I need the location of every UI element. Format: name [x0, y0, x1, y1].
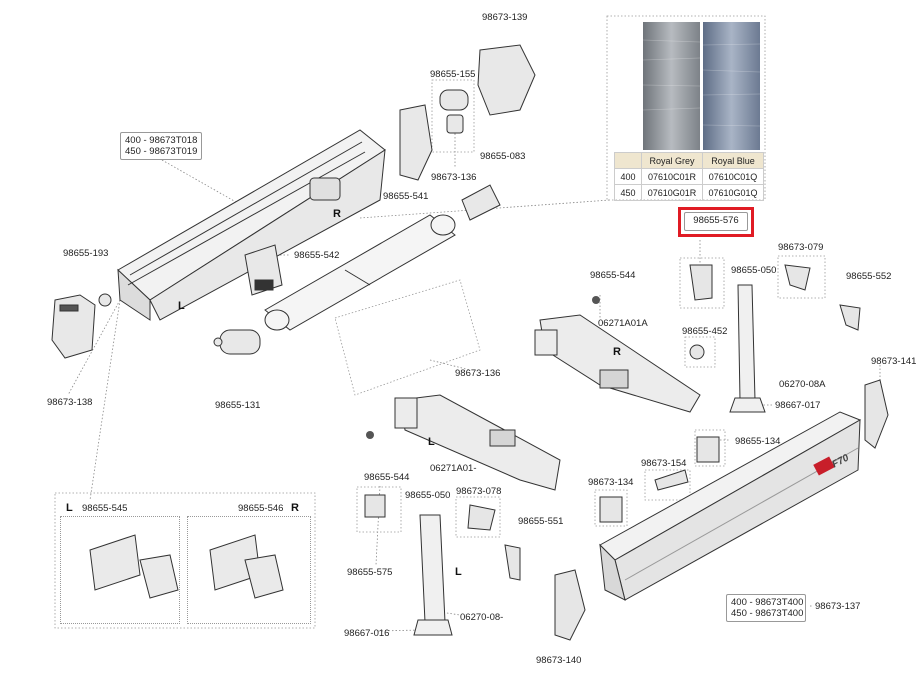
- part-label[interactable]: 98667-016: [344, 628, 390, 639]
- fabric-table-corner: [614, 152, 642, 169]
- leg-right: [737, 284, 756, 401]
- fabric-size: 400: [614, 168, 642, 185]
- sub-box-left: [60, 516, 180, 624]
- part-label[interactable]: 98655-551: [518, 516, 564, 527]
- arm-right: [534, 314, 701, 413]
- bracket-541: [399, 104, 433, 181]
- fabric-code[interactable]: 07610G01Q: [702, 184, 764, 201]
- part-label[interactable]: 98655-452: [682, 326, 728, 337]
- sub-box-right: [187, 516, 311, 624]
- rail-right: [599, 411, 862, 601]
- part-label[interactable]: 98655-552: [846, 271, 892, 282]
- side-marker-left: L: [428, 436, 435, 448]
- fabric-header-royal-blue: Royal Blue: [702, 152, 764, 169]
- part-label[interactable]: 98673-141: [871, 356, 917, 367]
- part-label[interactable]: 98673-079: [778, 242, 824, 253]
- part-label[interactable]: 98673-138: [47, 397, 93, 408]
- brand-logo-icon: [813, 456, 835, 476]
- side-marker-right: R: [613, 346, 621, 358]
- highlight-frame: [678, 207, 754, 237]
- fabric-header-royal-grey: Royal Grey: [641, 152, 703, 169]
- part-label[interactable]: 98655-545: [82, 503, 128, 514]
- fabric-code[interactable]: 07610G01R: [641, 184, 703, 201]
- part-label[interactable]: 06270-08-: [460, 612, 504, 623]
- part-label[interactable]: 98673-134: [588, 477, 634, 488]
- front-profile-450: 450 - 98673T019: [125, 146, 198, 157]
- part-label[interactable]: 98655-544: [590, 270, 636, 281]
- side-marker-left: L: [66, 502, 73, 514]
- part-label[interactable]: 06270-08A: [779, 379, 826, 390]
- part-label[interactable]: 98673-078: [456, 486, 502, 497]
- part-label[interactable]: 98655-050: [405, 490, 451, 501]
- part-label[interactable]: 98673-137: [815, 601, 861, 612]
- part-label[interactable]: 98655-546: [238, 503, 284, 514]
- part-label[interactable]: 98655-544: [364, 472, 410, 483]
- part-label[interactable]: 98655-155: [430, 69, 476, 80]
- part-label[interactable]: 98667-017: [775, 400, 821, 411]
- royal-blue-swatch: [703, 22, 760, 150]
- leg-left: [419, 514, 446, 623]
- part-label[interactable]: 98655-542: [294, 250, 340, 261]
- fabric-table: Royal Grey Royal Blue 400 07610C01R 0761…: [614, 152, 764, 201]
- part-label[interactable]: 98673-154: [641, 458, 687, 469]
- roller-tube: [264, 214, 456, 331]
- rail-400: 400 - 98673T400: [731, 597, 804, 608]
- side-marker-left: L: [178, 300, 185, 312]
- front-profile-400: 400 - 98673T018: [125, 135, 198, 146]
- part-label[interactable]: 06271A01-: [430, 463, 477, 474]
- part-label[interactable]: 98673-139: [482, 12, 528, 23]
- royal-grey-swatch: [643, 22, 700, 150]
- fabric-size: 450: [614, 184, 642, 201]
- part-label[interactable]: 98673-136: [455, 368, 501, 379]
- side-marker-right: R: [291, 502, 299, 514]
- part-label[interactable]: 98655-083: [480, 151, 526, 162]
- part-label[interactable]: 98655-541: [383, 191, 429, 202]
- part-label[interactable]: 98673-140: [536, 655, 582, 666]
- part-label[interactable]: 06271A01A: [598, 318, 648, 329]
- fabric-code[interactable]: 07610C01Q: [702, 168, 764, 185]
- rail-450: 450 - 98673T400: [731, 608, 804, 619]
- part-98655-576-chip[interactable]: 98655-576: [684, 212, 748, 231]
- part-label[interactable]: 98673-136: [431, 172, 477, 183]
- fabric-code[interactable]: 07610C01R: [641, 168, 703, 185]
- part-label[interactable]: 98655-575: [347, 567, 393, 578]
- part-label[interactable]: 98655-134: [735, 436, 781, 447]
- part-label[interactable]: 98655-050: [731, 265, 777, 276]
- part-label[interactable]: 98655-131: [215, 400, 261, 411]
- end-cap-right-top: [477, 44, 536, 116]
- side-marker-left: L: [455, 566, 462, 578]
- front-profile-chip[interactable]: 400 - 98673T018 450 - 98673T019: [120, 132, 202, 160]
- side-marker-right: R: [333, 208, 341, 220]
- rail-chip[interactable]: 400 - 98673T400 450 - 98673T400: [726, 594, 806, 622]
- part-label[interactable]: 98655-193: [63, 248, 109, 259]
- arm-left: [394, 394, 561, 491]
- end-cap-left: [51, 294, 96, 359]
